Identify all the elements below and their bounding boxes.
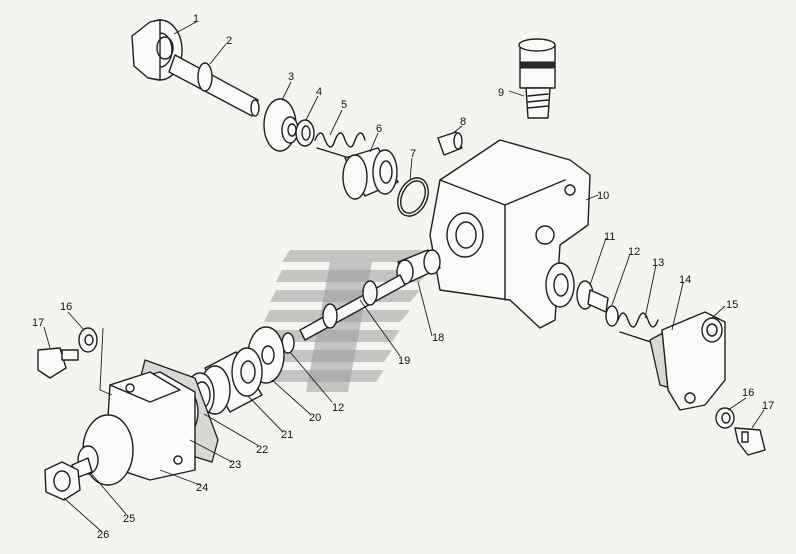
callout-14: 14: [679, 274, 691, 286]
callout-25: 25: [123, 513, 135, 525]
part-26-hex-nut: [44, 461, 81, 501]
callout-24: 24: [196, 482, 208, 494]
leader-lines: [43, 21, 765, 533]
callout-17-left: 17: [32, 317, 44, 329]
callout-17-right: 17: [762, 400, 774, 412]
part-19-push-rod: [299, 274, 406, 341]
callout-13: 13: [652, 257, 664, 269]
callout-21: 21: [281, 429, 293, 441]
part-8-sleeve: [437, 131, 463, 156]
callout-12-left: 12: [332, 402, 344, 414]
callout-12-right: 12: [628, 246, 640, 258]
callout-22: 22: [256, 444, 268, 456]
part-12-ring-right: [605, 305, 619, 327]
part-10-housing: [429, 139, 591, 329]
callout-19: 19: [398, 355, 410, 367]
callout-4: 4: [316, 86, 322, 98]
part-11-ring: [576, 280, 609, 313]
part-7-o-ring: [397, 177, 429, 217]
part-17-bolt-left: [37, 347, 79, 379]
callout-2: 2: [226, 35, 232, 47]
callout-23: 23: [229, 459, 241, 471]
callout-1: 1: [193, 13, 199, 25]
callout-5: 5: [341, 99, 347, 111]
callout-18: 18: [432, 332, 444, 344]
part-9-cap-plug: [518, 38, 556, 119]
callout-labels: 1 2 3 4 5 6 7 8 9 10 11 12 12 13 14 15 1…: [32, 13, 774, 541]
callout-6: 6: [376, 123, 382, 135]
callout-11: 11: [604, 231, 615, 243]
callout-16-left: 16: [60, 301, 72, 313]
part-16-washer-right: [715, 407, 735, 429]
part-3-cap: [263, 98, 299, 152]
part-4-ring: [295, 119, 315, 147]
part-6-bushing: [342, 147, 399, 200]
callout-15: 15: [726, 299, 738, 311]
callout-8: 8: [460, 116, 466, 128]
callout-16-right: 16: [742, 387, 754, 399]
callout-7: 7: [410, 148, 416, 160]
part-16-washer-left: [78, 327, 98, 353]
callout-26: 26: [97, 529, 109, 541]
part-15-cover: [661, 311, 726, 411]
callout-20: 20: [309, 412, 321, 424]
part-2-shaft: [168, 54, 260, 117]
part-17-bolt-right: [734, 427, 766, 456]
callout-3: 3: [288, 71, 294, 83]
callout-10: 10: [597, 190, 609, 202]
callout-9: 9: [498, 87, 504, 99]
